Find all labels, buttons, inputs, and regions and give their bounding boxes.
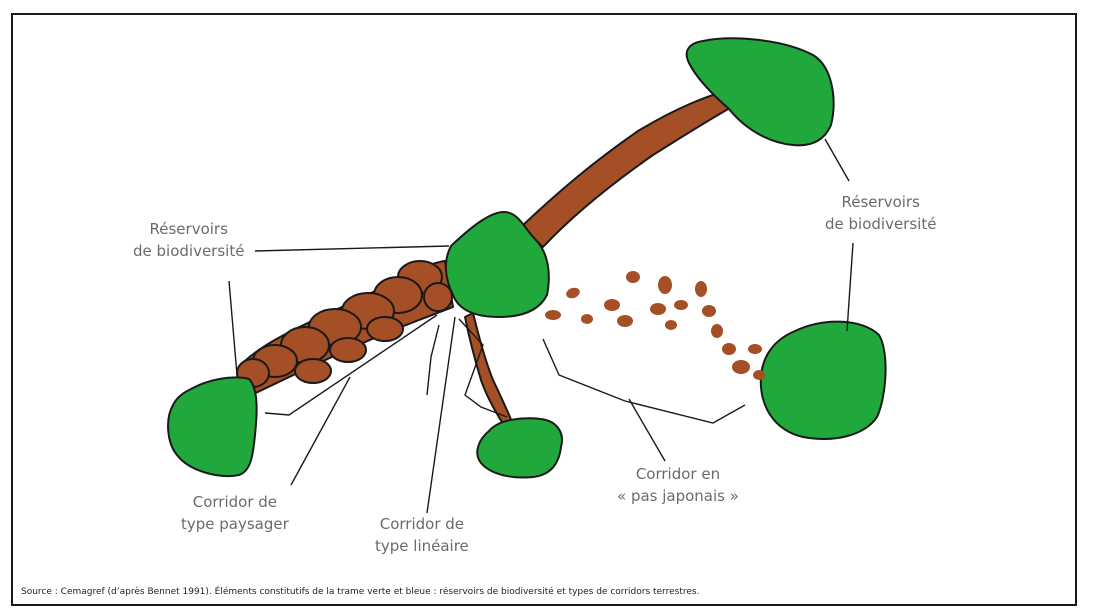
source-caption: Source : Cemagref (d’après Bennet 1991).… bbox=[21, 586, 699, 598]
label-corridor-stepping-line-1: Corridor en bbox=[617, 463, 739, 485]
label-corridor-linear-line-1: Corridor de bbox=[375, 513, 469, 535]
label-reservoirs-left-line-1: Réservoirs bbox=[133, 218, 244, 240]
label-reservoirs-right-line-2: de biodiversité bbox=[825, 213, 936, 235]
label-corridor-stepping: Corridor en « pas japonais » bbox=[617, 463, 739, 507]
label-reservoirs-left-line-2: de biodiversité bbox=[133, 240, 244, 262]
reservoir-right bbox=[761, 322, 886, 439]
label-corridor-linear-line-2: type linéaire bbox=[375, 535, 469, 557]
label-corridor-landscape: Corridor de type paysager bbox=[181, 491, 289, 535]
label-reservoirs-left: Réservoirs de biodiversité bbox=[133, 218, 244, 262]
label-reservoirs-right-line-1: Réservoirs bbox=[825, 191, 936, 213]
reservoir-top-right bbox=[687, 38, 834, 145]
label-corridor-landscape-line-2: type paysager bbox=[181, 513, 289, 535]
label-reservoirs-right: Réservoirs de biodiversité bbox=[825, 191, 936, 235]
ecological-network-diagram bbox=[13, 15, 1077, 606]
corridor-upper bbox=[521, 89, 739, 247]
label-corridor-landscape-line-1: Corridor de bbox=[181, 491, 289, 513]
diagram-frame: Réservoirs de biodiversité Réservoirs de… bbox=[11, 13, 1077, 606]
label-corridor-stepping-line-2: « pas japonais » bbox=[617, 485, 739, 507]
label-corridor-linear: Corridor de type linéaire bbox=[375, 513, 469, 557]
reservoir-left bbox=[168, 377, 257, 476]
reservoir-bottom-center bbox=[477, 418, 562, 477]
stepping-stones bbox=[545, 271, 765, 380]
